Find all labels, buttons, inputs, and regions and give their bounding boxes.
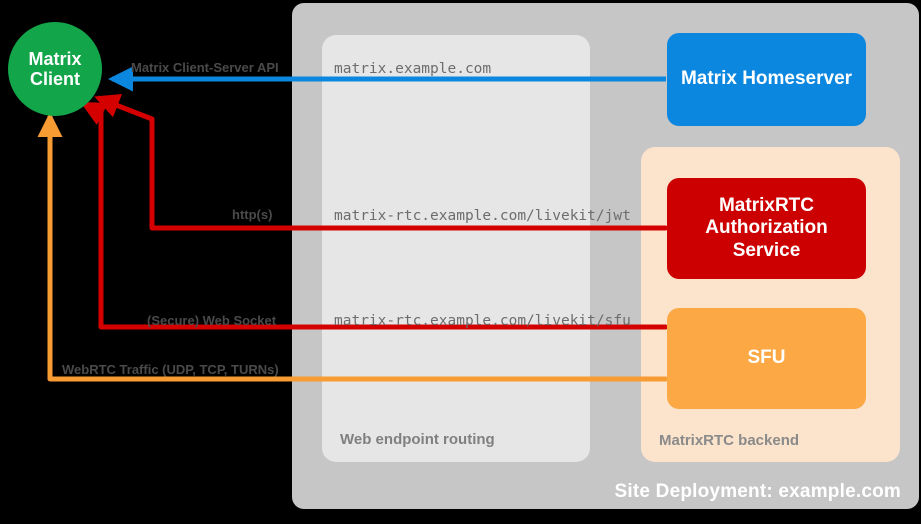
- label-https: http(s): [232, 207, 273, 222]
- node-auth-line3: Service: [732, 239, 801, 261]
- endpoint-livekit-jwt: matrix-rtc.example.com/livekit/jwt: [334, 208, 631, 224]
- node-matrixrtc-authorization-service[interactable]: MatrixRTC Authorization Service: [667, 178, 866, 279]
- label-client-server-api: Matrix Client-Server API: [131, 60, 279, 75]
- endpoint-livekit-sfu: matrix-rtc.example.com/livekit/sfu: [334, 313, 631, 329]
- site-deployment-label: Site Deployment: example.com: [614, 481, 901, 502]
- label-webrtc-traffic: WebRTC Traffic (UDP, TCP, TURNs): [62, 362, 279, 377]
- node-matrix-client[interactable]: Matrix Client: [8, 22, 102, 116]
- node-auth-line1: MatrixRTC: [718, 194, 814, 216]
- node-auth-line2: Authorization: [705, 217, 828, 239]
- node-matrix-client-line1: Matrix: [28, 48, 82, 69]
- node-sfu[interactable]: SFU: [667, 308, 866, 409]
- node-matrix-homeserver[interactable]: Matrix Homeserver: [667, 33, 866, 126]
- web-endpoint-routing-label: Web endpoint routing: [340, 431, 495, 448]
- node-matrix-client-line2: Client: [29, 69, 80, 89]
- label-web-socket: (Secure) Web Socket: [147, 313, 277, 328]
- node-sfu-label: SFU: [747, 347, 786, 369]
- node-matrix-homeserver-label: Matrix Homeserver: [680, 68, 853, 90]
- matrixrtc-backend-label: MatrixRTC backend: [659, 432, 800, 449]
- connector-webrtc-to-sfu: [37, 111, 687, 392]
- endpoint-matrix-example-com: matrix.example.com: [334, 61, 492, 77]
